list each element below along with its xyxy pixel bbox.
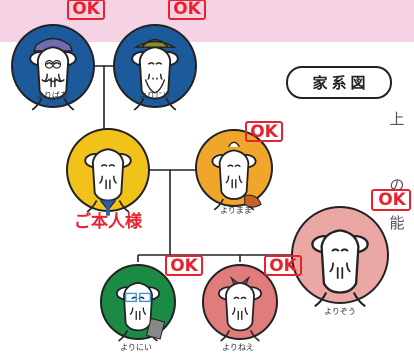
mama-avatar[interactable] bbox=[195, 129, 273, 211]
family-tree-title: 家系図 bbox=[286, 66, 392, 99]
side-char-1: 上 bbox=[389, 110, 404, 128]
grandpa-ok-badge: OK bbox=[173, 0, 201, 19]
sou-avatar[interactable] bbox=[291, 206, 389, 308]
nee-ok-badge: OK bbox=[269, 256, 297, 276]
mama-name: よりまま bbox=[220, 206, 252, 215]
ok-badge-frames bbox=[67, 0, 411, 276]
title-text: 家系図 bbox=[312, 74, 369, 92]
sou-name: よりぞう bbox=[324, 307, 356, 316]
nii-ok-badge: OK bbox=[170, 256, 198, 276]
grandpa-name: よりじい bbox=[139, 91, 171, 100]
side-text: 上 の 能 bbox=[389, 110, 404, 232]
nii-name: よりにい bbox=[120, 343, 152, 352]
main-person-avatar[interactable] bbox=[66, 128, 150, 216]
nii-avatar[interactable] bbox=[100, 264, 176, 342]
mama-ok-badge: OK bbox=[250, 122, 278, 142]
nee-avatar[interactable] bbox=[202, 264, 278, 342]
main-person-name: ご本人様 bbox=[74, 211, 143, 232]
side-char-3: 能 bbox=[389, 214, 404, 232]
grandma-ok-badge: OK bbox=[72, 0, 100, 19]
grandpa-avatar[interactable] bbox=[113, 24, 197, 111]
sou-ok-badge: OK bbox=[378, 190, 406, 210]
grandma-avatar[interactable] bbox=[11, 24, 95, 111]
grandma-name: よりばあ bbox=[36, 91, 68, 100]
nee-name: よりねえ bbox=[222, 343, 254, 352]
